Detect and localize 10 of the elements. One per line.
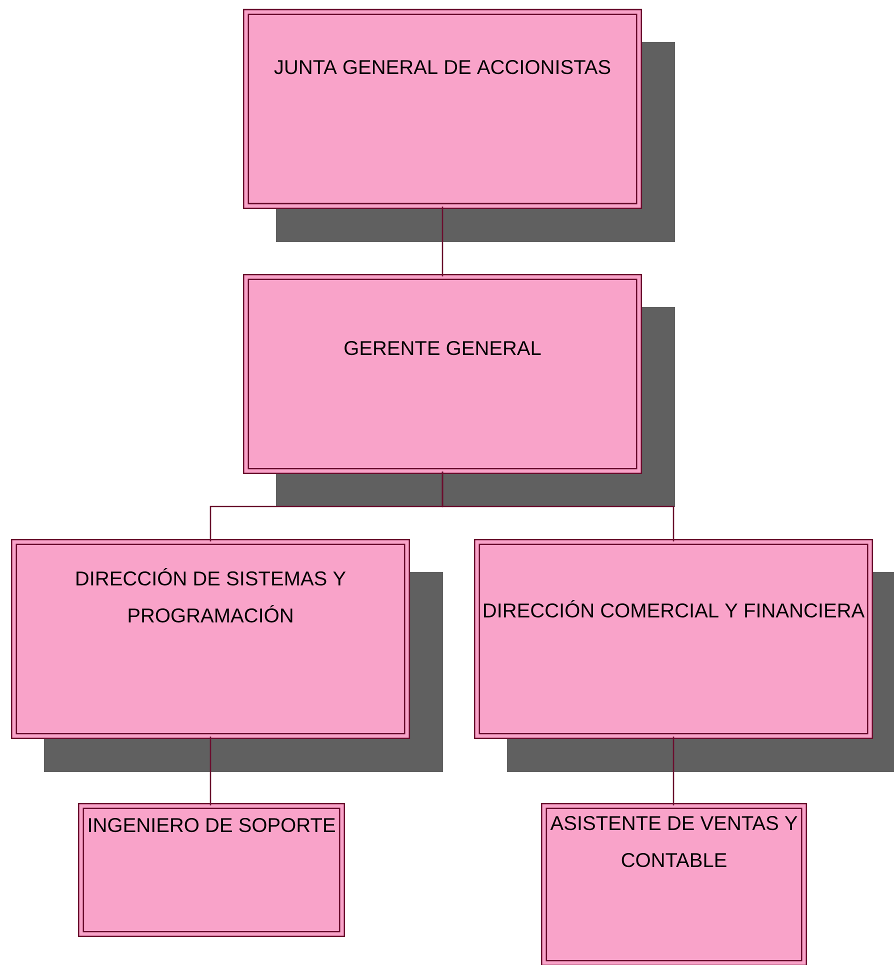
org-box: DIRECCIÓN DE SISTEMAS Y PROGRAMACIÓN xyxy=(10,538,410,740)
connector-line xyxy=(210,736,212,806)
org-box: JUNTA GENERAL DE ACCIONISTAS xyxy=(242,8,642,210)
org-box: GERENTE GENERAL xyxy=(242,274,642,474)
connector-line xyxy=(442,206,444,276)
connector-line xyxy=(672,736,674,806)
org-box: ASISTENTE DE VENTAS Y CONTABLE xyxy=(540,802,808,965)
org-box: INGENIERO DE SOPORTE xyxy=(78,802,346,938)
org-box: DIRECCIÓN COMERCIAL Y FINANCIERA xyxy=(474,538,874,740)
connector-line xyxy=(442,472,674,542)
